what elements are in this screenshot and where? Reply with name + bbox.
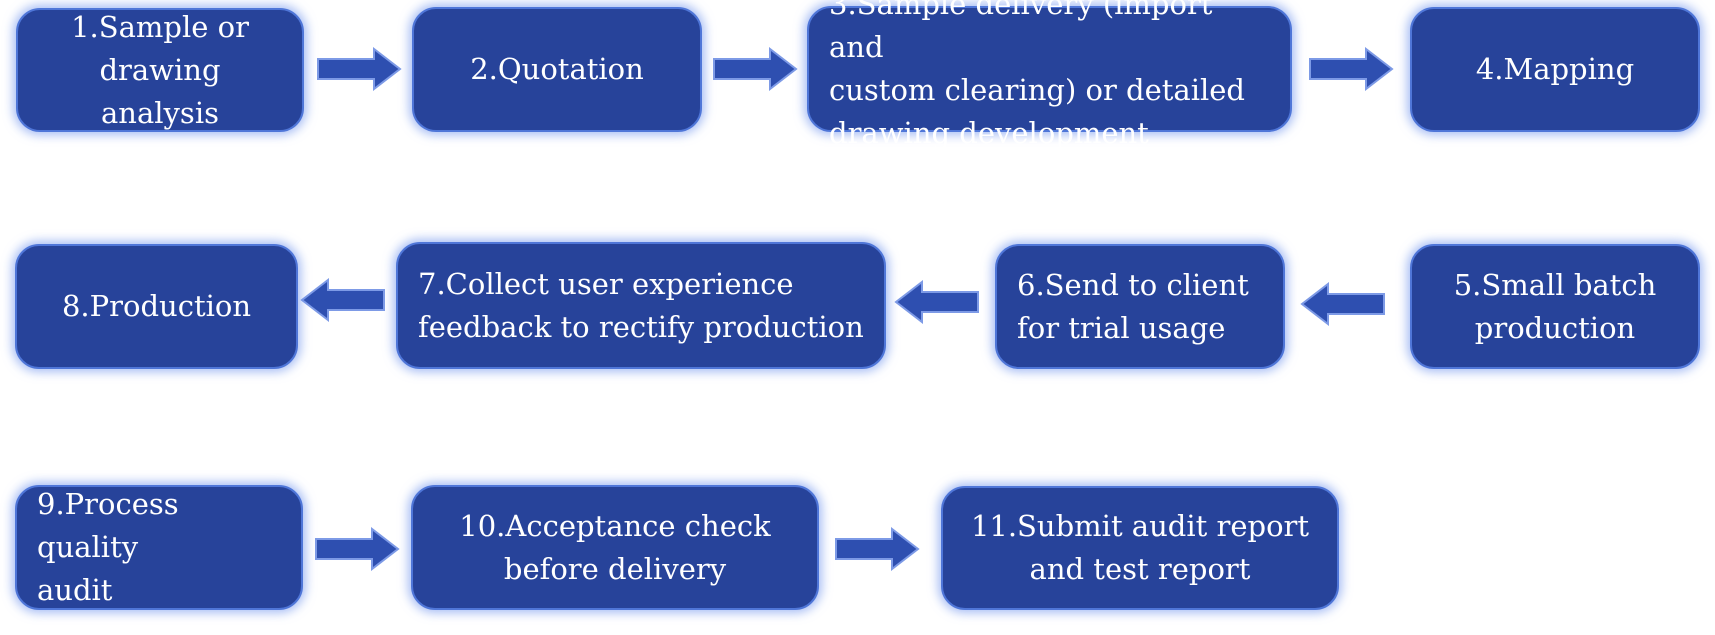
- step-4-box: 4.Mapping: [1410, 7, 1700, 132]
- step-6-label: 6.Send to client for trial usage: [1017, 267, 1249, 345]
- step-3-label: 3.Sample delivery (import and custom cle…: [829, 0, 1245, 150]
- step-8-box: 8.Production: [15, 244, 298, 369]
- step-1-label: 1.Sample or drawing analysis: [71, 9, 249, 130]
- step-2-label: 2.Quotation: [470, 52, 644, 86]
- step-3-box: 3.Sample delivery (import and custom cle…: [807, 0, 1292, 150]
- step-4-label: 4.Mapping: [1475, 52, 1635, 86]
- step-2-box: 2.Quotation: [412, 7, 702, 132]
- arrow-left-icon: [300, 278, 386, 322]
- arrow-right-icon: [1308, 47, 1394, 91]
- step-7-label: 7.Collect user experience feedback to re…: [418, 266, 864, 344]
- arrow-left-icon: [1300, 282, 1386, 326]
- step-5-box: 5.Small batch production: [1410, 244, 1700, 369]
- step-5-label: 5.Small batch production: [1453, 267, 1657, 345]
- step-7-box: 7.Collect user experience feedback to re…: [396, 242, 886, 369]
- step-11-box: 11.Submit audit report and test report: [941, 486, 1339, 610]
- step-9-box: 9.Process quality audit: [15, 485, 303, 610]
- step-10-box: 10.Acceptance check before delivery: [411, 485, 819, 610]
- step-9-label: 9.Process quality audit: [37, 487, 179, 607]
- arrow-right-icon: [316, 47, 402, 91]
- arrow-right-icon: [314, 527, 400, 571]
- step-10-label: 10.Acceptance check before delivery: [459, 508, 771, 586]
- arrow-right-icon: [834, 527, 920, 571]
- step-1-box: 1.Sample or drawing analysis: [16, 8, 304, 132]
- arrow-left-icon: [894, 280, 980, 324]
- arrow-right-icon: [712, 47, 798, 91]
- step-11-label: 11.Submit audit report and test report: [970, 509, 1310, 586]
- step-6-box: 6.Send to client for trial usage: [995, 244, 1285, 369]
- step-8-label: 8.Production: [61, 289, 252, 323]
